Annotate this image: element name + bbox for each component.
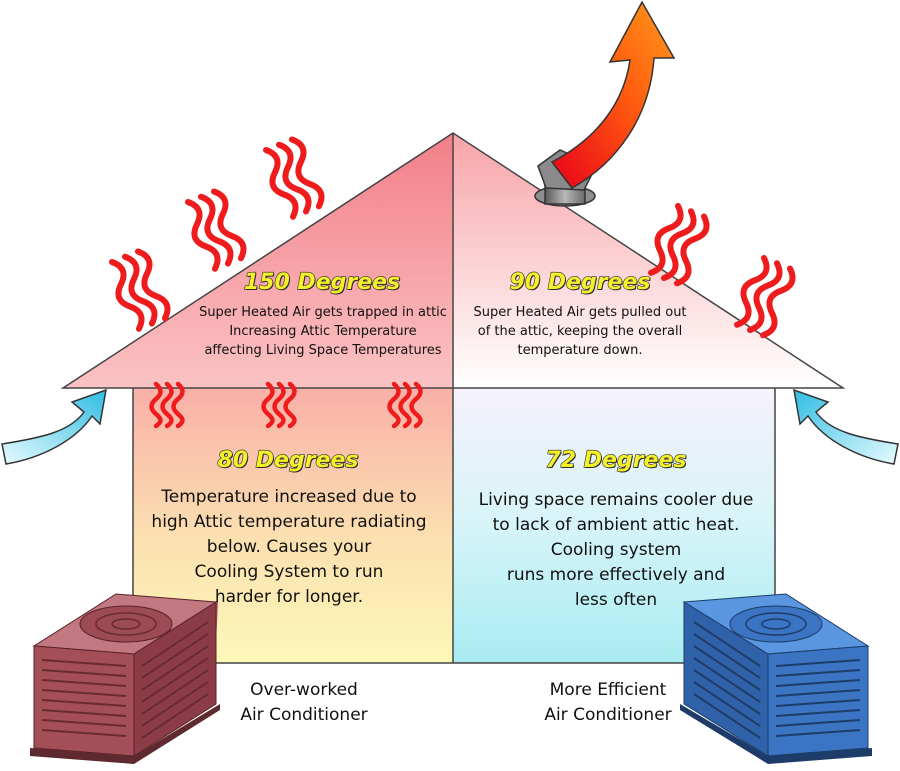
ac-right-label: More Efficient Air Conditioner [518,678,698,728]
text-line: high Attic temperature radiating [151,512,427,532]
text-line: Living space remains cooler due [478,490,754,510]
text-line: Over-worked [250,680,358,700]
text-line: to lack of ambient attic heat. [492,515,740,535]
text-line: Increasing Attic Temperature [229,324,417,339]
air-conditioner-icon [680,593,872,764]
text-line: Air Conditioner [544,705,672,725]
text-line: less often [574,590,658,610]
ac-left-label: Over-worked Air Conditioner [214,678,394,728]
attic-right-description: Super Heated Air gets pulled out of the … [462,303,698,360]
text-line: Temperature increased due to [161,487,417,507]
living-left-description: Temperature increased due to high Attic … [143,485,435,610]
air-conditioner-icon [30,593,220,764]
text-line: below. Causes your [206,537,372,557]
exhaust-arrow-icon [550,0,676,189]
living-left-temperature: 80 Degrees [217,447,359,473]
text-line: More Efficient [549,680,667,700]
text-line: affecting Living Space Temperatures [204,343,442,358]
living-right-description: Living space remains cooler due to lack … [465,488,767,613]
living-right-temperature: 72 Degrees [545,447,687,473]
attic-right-temperature: 90 Degrees [509,269,651,295]
text-line: Cooling system [550,540,682,560]
text-line: Air Conditioner [240,705,368,725]
text-line: Cooling System to run [194,562,384,582]
attic-left-temperature: 150 Degrees [243,269,401,295]
intake-arrow-icon [793,388,899,465]
text-line: harder for longer. [214,587,364,607]
text-line: Super Heated Air gets trapped in attic [199,305,447,320]
text-line: of the attic, keeping the overall [477,324,683,339]
intake-arrow-icon [1,388,107,465]
text-line: Super Heated Air gets pulled out [473,305,687,320]
text-line: temperature down. [517,343,643,358]
attic-left-description: Super Heated Air gets trapped in attic I… [178,303,468,360]
text-line: runs more effectively and [506,565,726,585]
